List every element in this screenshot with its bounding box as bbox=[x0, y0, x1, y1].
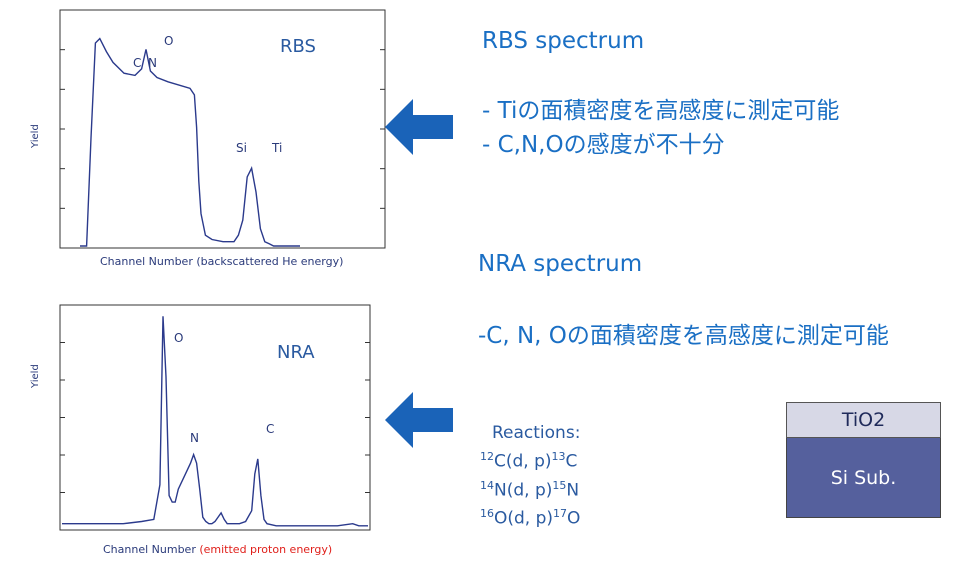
nra-arrow-icon bbox=[385, 392, 453, 448]
rbs-arrow-icon bbox=[385, 99, 453, 155]
rbs-line-2: - C,N,Oの感度が不十分 bbox=[482, 132, 725, 158]
nra-xlabel-red: (emitted proton energy) bbox=[199, 543, 332, 556]
rbs-ylabel: Yield bbox=[30, 124, 41, 149]
rbs-plot-frame bbox=[59, 9, 386, 249]
rbs-label-n: N bbox=[148, 56, 157, 70]
nra-chart-title: NRA bbox=[277, 342, 315, 363]
rbs-label-ti: Ti bbox=[271, 141, 282, 155]
rbs-chart-title: RBS bbox=[280, 36, 316, 57]
nra-line-1: -C, N, Oの面積密度を高感度に測定可能 bbox=[478, 323, 889, 349]
reactions-title: Reactions: bbox=[492, 423, 581, 443]
rbs-spectrum-line bbox=[80, 37, 300, 247]
nra-label-o: O bbox=[174, 331, 183, 345]
tio2-layer: TiO2 bbox=[786, 402, 941, 438]
nra-chart: NRA O N C Yield Channel Number (emitted … bbox=[30, 304, 371, 556]
si-substrate-layer: Si Sub. bbox=[786, 438, 941, 518]
reaction-o: 16O(d, p)17O bbox=[480, 507, 581, 529]
rbs-ticks bbox=[60, 49, 385, 209]
nra-label-c: C bbox=[266, 422, 274, 436]
nra-xlabel-main: Channel Number bbox=[103, 543, 199, 556]
reaction-c: 12C(d, p)13C bbox=[480, 450, 578, 472]
rbs-xlabel: Channel Number (backscattered He energy) bbox=[100, 255, 343, 268]
nra-ylabel: Yield bbox=[30, 364, 41, 389]
nra-ticks bbox=[60, 342, 370, 493]
rbs-label-si: Si bbox=[236, 141, 247, 155]
rbs-label-c: C bbox=[133, 56, 141, 70]
rbs-line-1: - Tiの面積密度を高感度に測定可能 bbox=[482, 98, 840, 124]
rbs-label-o: O bbox=[164, 34, 173, 48]
nra-heading: NRA spectrum bbox=[478, 251, 643, 277]
nra-label-n: N bbox=[190, 431, 199, 445]
nra-spectrum-line bbox=[62, 316, 368, 527]
nra-plot-frame bbox=[59, 304, 371, 531]
rbs-chart: RBS C N O Si Ti Yield Channel Number (ba… bbox=[30, 9, 386, 268]
rbs-heading: RBS spectrum bbox=[482, 28, 645, 54]
nra-xlabel: Channel Number (emitted proton energy) bbox=[103, 543, 332, 556]
reaction-n: 14N(d, p)15N bbox=[480, 478, 580, 501]
reactions-block: Reactions: 12C(d, p)13C 14N(d, p)15N 16O… bbox=[480, 421, 580, 531]
